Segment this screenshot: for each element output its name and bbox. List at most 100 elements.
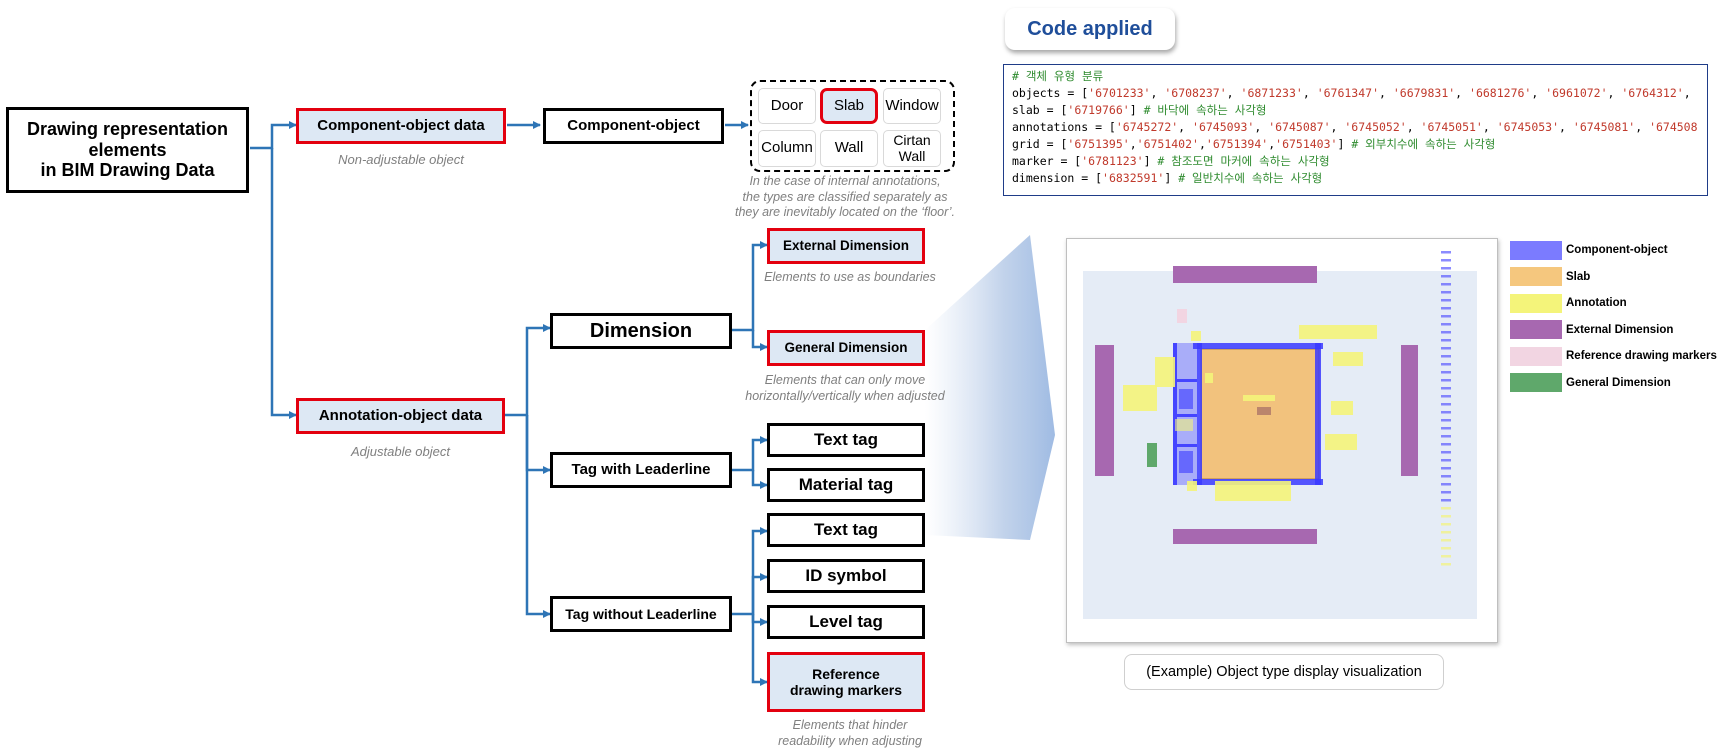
component-types-box xyxy=(750,80,955,172)
legend-strip-tick xyxy=(1441,539,1451,542)
code-token: ] xyxy=(1337,137,1352,151)
tag-with-leaderline-node: Tag with Leaderline xyxy=(550,452,732,488)
code-token: , xyxy=(1198,137,1206,151)
annotation-mark xyxy=(1155,357,1175,387)
legend-strip-tick xyxy=(1441,379,1451,382)
tag-without-leaderline-node: Tag without Leaderline xyxy=(550,596,732,632)
code-token: , xyxy=(1330,120,1345,134)
code-token: dimension = [ xyxy=(1012,171,1103,185)
code-line: # 객체 유형 분류 xyxy=(1012,68,1699,85)
code-token: ] xyxy=(1143,154,1158,168)
code-token: # 객체 유형 분류 xyxy=(1012,69,1104,83)
legend-strip-tick xyxy=(1441,363,1451,366)
visualization-frame xyxy=(1066,238,1498,643)
code-token: '6719766' xyxy=(1067,103,1130,117)
code-token: '6751394' xyxy=(1205,137,1269,151)
legend-swatch xyxy=(1510,240,1562,260)
legend-swatch xyxy=(1510,267,1562,286)
legend-strip-tick xyxy=(1441,555,1451,558)
code-token: , xyxy=(1607,86,1622,100)
external-dimension-mark xyxy=(1173,529,1317,544)
legend-strip-tick xyxy=(1441,411,1451,414)
code-lines: # 객체 유형 분류 objects = ['6701233', '6708237… xyxy=(1012,68,1699,187)
legend-swatch xyxy=(1510,320,1562,339)
legend-strip-tick xyxy=(1441,395,1451,398)
legend-label: Reference drawing markers xyxy=(1566,350,1717,362)
legend-strip-tick xyxy=(1441,275,1451,278)
code-token: , xyxy=(1482,120,1497,134)
code-token: , xyxy=(1531,86,1546,100)
annotation-mark xyxy=(1175,419,1193,431)
legend-strip-tick xyxy=(1441,291,1451,294)
general-move-note: Elements that can only move horizontally… xyxy=(745,373,945,403)
text-tag-node-2: Text tag xyxy=(767,513,925,547)
code-token: , xyxy=(1226,86,1241,100)
legend-strip-tick xyxy=(1441,339,1451,342)
plot-elements xyxy=(1095,251,1451,566)
external-dimension-node: External Dimension xyxy=(767,228,925,264)
legend-item: External Dimension xyxy=(1510,320,1673,340)
code-token: '6745087' xyxy=(1268,120,1331,134)
annotation-mark xyxy=(1257,407,1271,415)
legend-label: Component-object xyxy=(1566,244,1668,256)
component-mark xyxy=(1179,451,1193,473)
legend-strip-tick xyxy=(1441,451,1451,454)
code-token: '6871233' xyxy=(1240,86,1303,100)
visualization-caption: (Example) Object type display visualizat… xyxy=(1124,654,1444,690)
code-token: # 참조도면 마커에 속하는 사각형 xyxy=(1157,154,1330,168)
reference-drawing-markers-node: Reference drawing markers xyxy=(767,652,925,712)
legend-strip-tick xyxy=(1441,523,1451,526)
legend-strip-tick xyxy=(1441,307,1451,310)
code-line: objects = ['6701233', '6708237', '687123… xyxy=(1012,85,1699,102)
code-token: slab = [ xyxy=(1012,103,1068,117)
legend-strip-tick xyxy=(1441,459,1451,462)
legend-strip-tick xyxy=(1441,443,1451,446)
legend-swatch xyxy=(1510,346,1562,366)
legend-strip-tick xyxy=(1441,419,1451,422)
code-token: , xyxy=(1268,137,1276,151)
legend-strip-tick xyxy=(1441,283,1451,286)
legend-strip-tick xyxy=(1441,347,1451,350)
code-token: '6832591' xyxy=(1102,171,1165,185)
legend-strip-tick xyxy=(1441,323,1451,326)
flow-funnel xyxy=(925,235,1055,540)
code-token: , xyxy=(1455,86,1470,100)
code-token: '6961072' xyxy=(1545,86,1608,100)
legend-label: Annotation xyxy=(1566,297,1627,309)
code-token: , xyxy=(1302,86,1317,100)
code-line: annotations = ['6745272', '6745093', '67… xyxy=(1012,119,1699,136)
code-token: '6745093' xyxy=(1192,120,1255,134)
code-token: '6701233' xyxy=(1088,86,1151,100)
code-token: grid = [ xyxy=(1012,137,1068,151)
legend-item: Slab xyxy=(1510,267,1590,287)
legend-strip-tick xyxy=(1441,267,1451,270)
legend-label: General Dimension xyxy=(1566,376,1671,389)
annotation-mark xyxy=(1215,481,1291,501)
code-token: '6745272' xyxy=(1115,120,1179,134)
internal-annotations-note: In the case of internal annotations, the… xyxy=(734,174,956,220)
legend-strip-tick xyxy=(1441,483,1451,486)
code-panel: # 객체 유형 분류 objects = ['6701233', '6708237… xyxy=(1003,64,1708,196)
code-token: '6764312' xyxy=(1621,86,1684,100)
code-token: # 일반치수에 속하는 사각형 xyxy=(1178,171,1323,185)
legend-item: Component-object xyxy=(1510,240,1668,260)
component-type-cirtan-wall: Cirtan Wall xyxy=(883,130,941,167)
component-mark xyxy=(1315,343,1321,485)
legend-strip-tick xyxy=(1441,475,1451,478)
general-dimension-mark xyxy=(1147,443,1157,467)
legend-strip-tick xyxy=(1441,427,1451,430)
code-token: , xyxy=(1178,120,1193,134)
code-line: marker = ['6781123'] # 참조도면 마커에 속하는 사각형 xyxy=(1012,153,1699,170)
legend-strip-tick xyxy=(1441,531,1451,534)
annotation-mark xyxy=(1243,395,1275,401)
external-dimension-mark xyxy=(1173,266,1317,283)
general-dimension-node: General Dimension xyxy=(767,330,925,366)
boundaries-note: Elements to use as boundaries xyxy=(764,270,936,284)
legend-strip-tick xyxy=(1441,299,1451,302)
component-mark xyxy=(1193,343,1323,349)
code-line: dimension = ['6832591'] # 일반치수에 속하는 사각형 xyxy=(1012,170,1699,187)
code-line: slab = ['6719766'] # 바닥에 속하는 사각형 xyxy=(1012,102,1699,119)
code-applied-title: Code applied xyxy=(1005,8,1175,50)
hinder-note: Elements that hinder readability when ad… xyxy=(778,718,922,748)
